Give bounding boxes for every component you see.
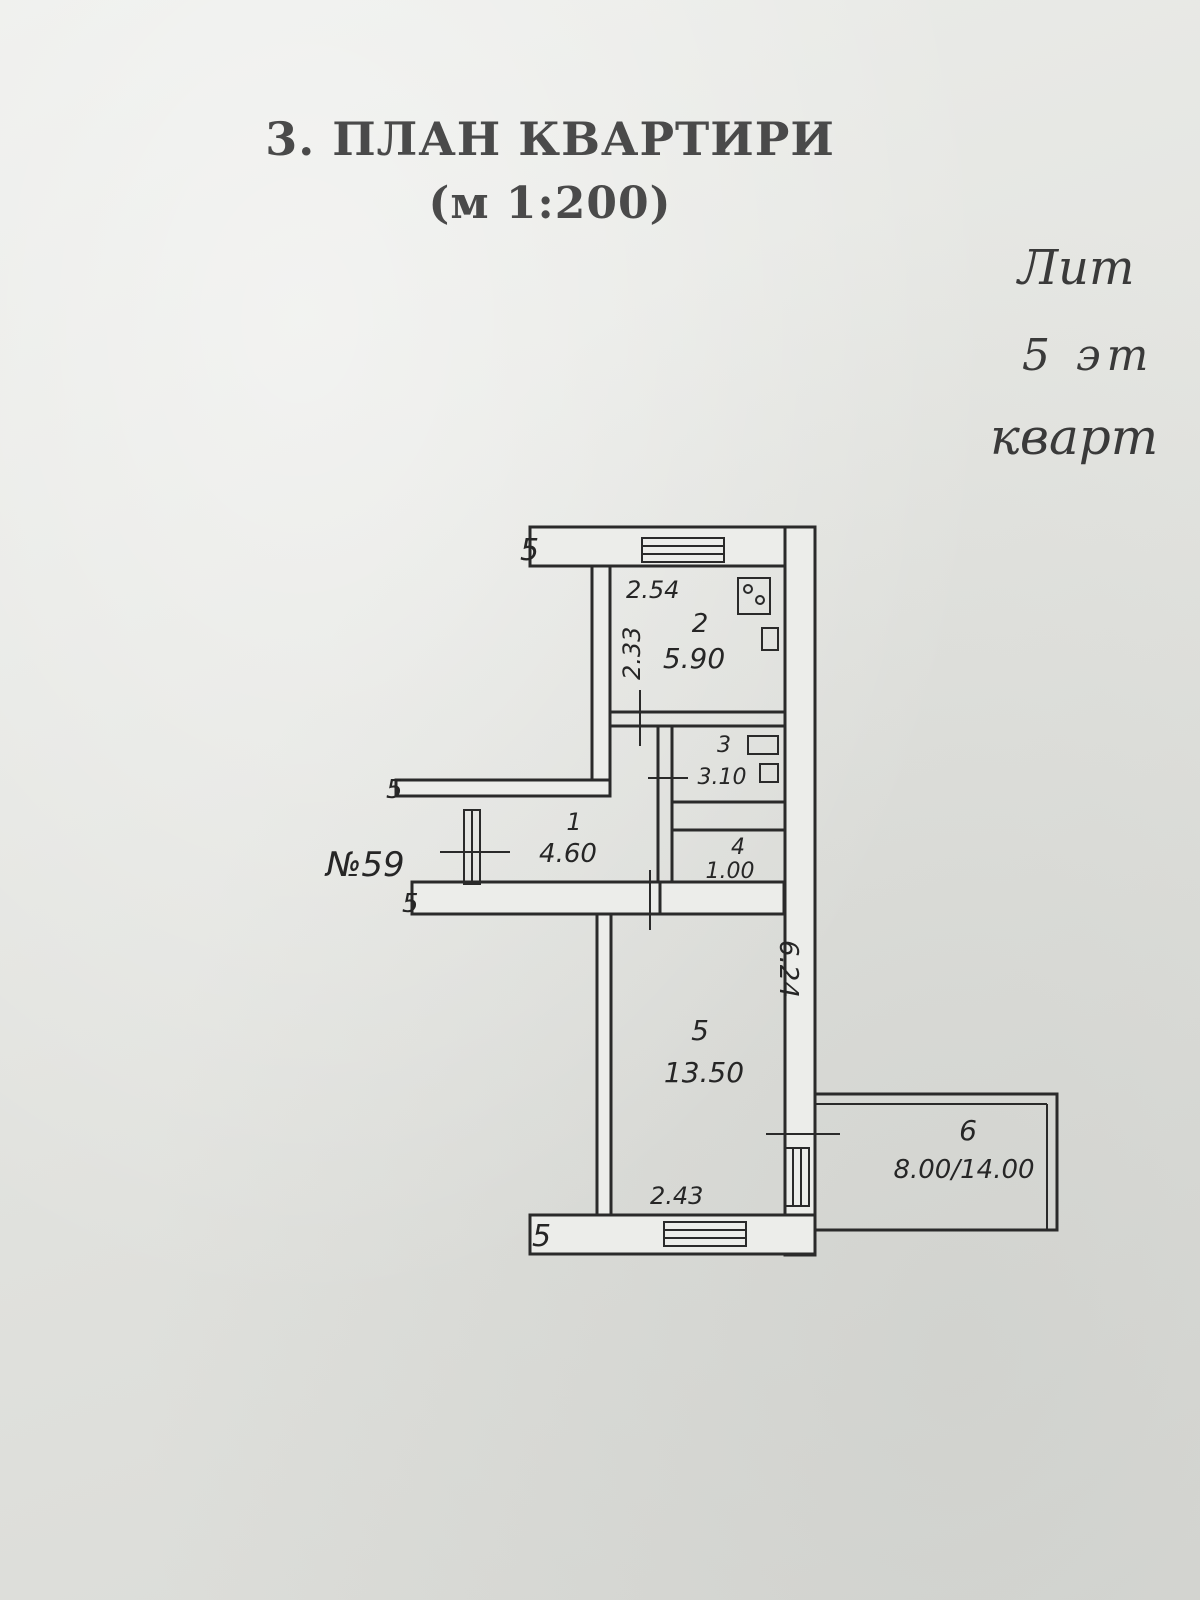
- room-2-area: 5.90: [663, 642, 725, 675]
- stove-burner-icon: [755, 595, 765, 605]
- wall-mark: 5: [520, 533, 539, 568]
- stove-icon: [737, 577, 771, 615]
- balcony-area-note: 8.00/14.00: [893, 1155, 1034, 1185]
- upper-partition-wall: [394, 778, 612, 798]
- wall-mark: 5: [532, 1219, 551, 1254]
- room-3-area: 3.10: [698, 765, 747, 790]
- kitchen-window: [641, 537, 725, 563]
- kitchen-left-wall: [590, 564, 612, 798]
- bottom-wall: [528, 1213, 817, 1256]
- room-2-number: 2: [692, 609, 709, 639]
- apartment-number: №59: [324, 845, 405, 885]
- living-left-wall: [595, 912, 613, 1217]
- balcony-door: [784, 1147, 810, 1207]
- wall-mark: 5: [402, 889, 419, 919]
- right-wall: [783, 525, 817, 1257]
- bath-fixture-icon: [747, 735, 779, 755]
- washbasin-icon: [759, 763, 779, 783]
- living-room-window: [663, 1221, 747, 1247]
- handwritten-note-apartment: кварт: [990, 408, 1159, 466]
- room-6-number: 6: [959, 1114, 977, 1147]
- handwritten-note-lit: Лит: [1018, 240, 1135, 296]
- balcony-outline: [813, 1092, 1059, 1232]
- room-4-area: 1.00: [706, 859, 755, 884]
- room-5-area: 13.50: [664, 1056, 744, 1089]
- handwritten-note-floor: 5 эт: [1022, 330, 1155, 381]
- stove-burner-icon: [743, 584, 753, 594]
- room-3-number: 3: [717, 733, 731, 758]
- lower-partition-wall: [410, 880, 786, 916]
- dimension-living-width: 2.43: [650, 1182, 703, 1210]
- dimension-kitchen-length: 2.33: [618, 627, 646, 680]
- room-5-number: 5: [691, 1014, 709, 1047]
- kitchen-sink-icon: [761, 627, 779, 651]
- dimension-kitchen-width: 2.54: [626, 576, 679, 604]
- room-1-number: 1: [566, 808, 581, 836]
- wall-mark: 5: [386, 775, 403, 805]
- document-title: 3. ПЛАН КВАРТИРИ: [265, 112, 835, 166]
- document-scale: (м 1:200): [428, 178, 672, 229]
- dimension-living-length: 6.24: [773, 940, 803, 998]
- room-1-area: 4.60: [539, 839, 597, 869]
- room-4-number: 4: [731, 835, 745, 860]
